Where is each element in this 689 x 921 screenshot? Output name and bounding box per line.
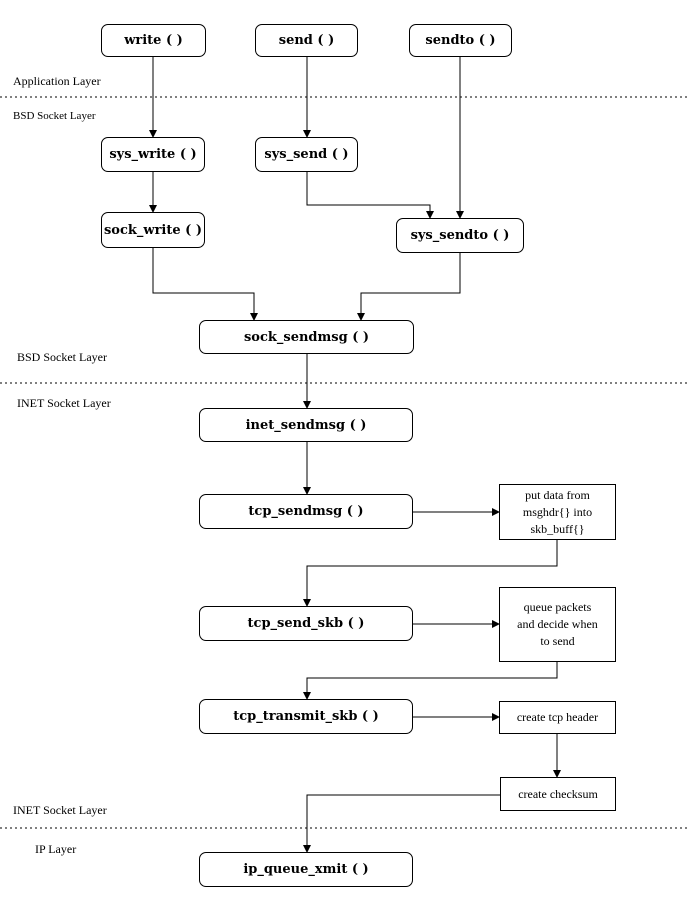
layer-label-bsd-socket-bottom: BSD Socket Layer [17, 350, 107, 364]
note-queue-packets: queue packets and decide when to send [499, 587, 616, 662]
layer-label-ip: IP Layer [35, 842, 77, 856]
sock-write-function-box: sock_write ( ) [101, 212, 205, 248]
arrow-checksum-to-ip-queue-xmit [303, 794, 500, 853]
sys-write-function-box: sys_write ( ) [101, 137, 205, 172]
inet-sendmsg-function-box: inet_sendmsg ( ) [199, 408, 413, 442]
sock-sendmsg-function-box: sock_sendmsg ( ) [199, 320, 414, 354]
sys-sendto-function-box: sys_sendto ( ) [396, 218, 524, 253]
note-create-tcp-header: create tcp header [499, 701, 616, 734]
write-function-box: write ( ) [101, 24, 206, 57]
arrow-sys-sendto-to-sock-sendmsg [357, 253, 461, 321]
ip-queue-xmit-function-box: ip_queue_xmit ( ) [199, 852, 413, 887]
arrow-sock-write-to-sock-sendmsg [152, 248, 258, 321]
layer-label-bsd-socket-top: BSD Socket Layer [13, 110, 96, 122]
tcp-transmit-skb-function-box: tcp_transmit_skb ( ) [199, 699, 413, 734]
arrow-sys-send-to-sys-sendto [306, 172, 434, 219]
sendto-function-box: sendto ( ) [409, 24, 512, 57]
sys-send-function-box: sys_send ( ) [255, 137, 358, 172]
send-function-box: send ( ) [255, 24, 358, 57]
note-put-data-into-skb-buff: put data from msghdr{} into skb_buff{} [499, 484, 616, 540]
tcp-sendmsg-function-box: tcp_sendmsg ( ) [199, 494, 413, 529]
layer-label-application: Application Layer [13, 74, 101, 88]
arrow-note-to-tcp-send-skb [303, 540, 558, 607]
layer-label-inet-socket-top: INET Socket Layer [17, 396, 111, 410]
note-create-checksum: create checksum [500, 777, 616, 811]
tcp-send-skb-function-box: tcp_send_skb ( ) [199, 606, 413, 641]
layer-label-inet-socket-bottom: INET Socket Layer [13, 803, 107, 817]
arrow-note-to-tcp-transmit-skb [303, 662, 558, 700]
